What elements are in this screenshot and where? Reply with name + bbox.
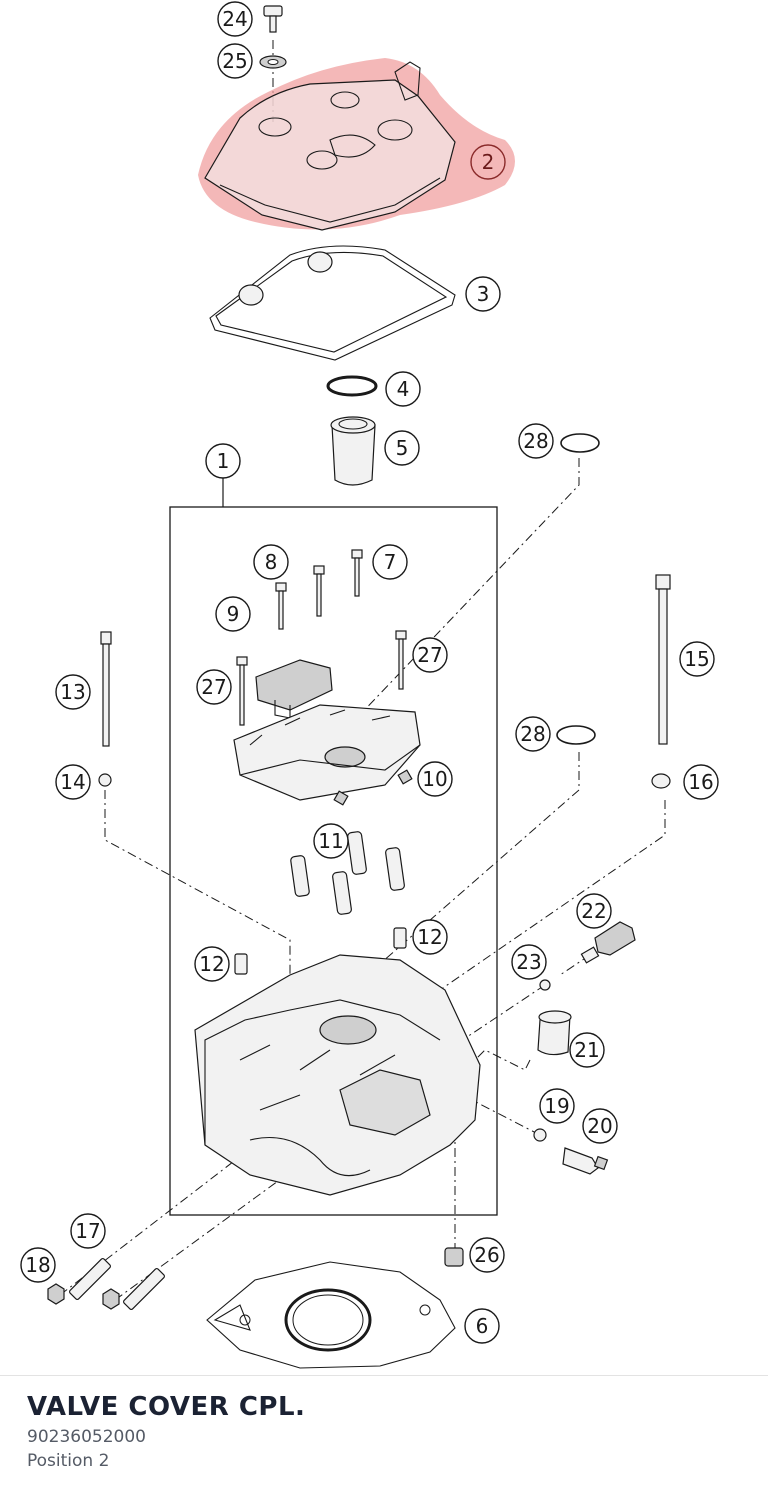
callout-14[interactable]: 14 <box>55 764 91 800</box>
svg-text:24: 24 <box>222 7 247 31</box>
svg-text:4: 4 <box>397 377 410 401</box>
svg-text:25: 25 <box>222 49 247 73</box>
callout-12-left[interactable]: 12 <box>194 946 230 982</box>
screw-10-part[interactable] <box>333 769 413 806</box>
seal-washer-part[interactable] <box>259 55 287 69</box>
callout-19[interactable]: 19 <box>539 1088 575 1124</box>
washer-16-part[interactable] <box>651 773 671 789</box>
svg-text:11: 11 <box>318 829 343 853</box>
callout-28-upper[interactable]: 28 <box>518 423 554 459</box>
dowel-pins-part[interactable] <box>234 927 407 975</box>
camshaft-carrier-part[interactable] <box>233 704 421 801</box>
carrier-bolts[interactable] <box>236 549 407 726</box>
callout-6[interactable]: 6 <box>464 1308 500 1344</box>
svg-text:9: 9 <box>227 602 240 626</box>
callout-7[interactable]: 7 <box>372 544 408 580</box>
svg-text:19: 19 <box>544 1094 569 1118</box>
pipe-17-part[interactable] <box>69 1258 165 1310</box>
o-ring-28-lower-part[interactable] <box>556 725 596 745</box>
callout-9[interactable]: 9 <box>215 596 251 632</box>
cylinder-head-bolt-15-part[interactable] <box>655 574 671 745</box>
sensor-20-part[interactable] <box>562 1147 609 1175</box>
svg-text:13: 13 <box>60 680 85 704</box>
callout-24[interactable]: 24 <box>217 1 253 37</box>
o-ring-part[interactable] <box>326 375 378 397</box>
callout-23[interactable]: 23 <box>511 944 547 980</box>
svg-text:2: 2 <box>482 150 495 174</box>
svg-text:27: 27 <box>417 643 442 667</box>
valve-guides-part[interactable] <box>290 831 405 915</box>
seal-ring-23-part[interactable] <box>539 979 551 991</box>
head-gasket-part[interactable] <box>206 1261 456 1369</box>
svg-text:15: 15 <box>684 647 709 671</box>
callout-25[interactable]: 25 <box>217 43 253 79</box>
callout-10[interactable]: 10 <box>417 761 453 797</box>
callout-17[interactable]: 17 <box>70 1213 106 1249</box>
valve-cover-part[interactable] <box>198 58 515 231</box>
plug-part[interactable] <box>330 416 376 486</box>
callout-16[interactable]: 16 <box>683 764 719 800</box>
callout-27-right[interactable]: 27 <box>412 637 448 673</box>
callout-26[interactable]: 26 <box>469 1237 505 1273</box>
svg-text:7: 7 <box>384 550 397 574</box>
svg-text:23: 23 <box>516 950 541 974</box>
callout-1[interactable]: 1 <box>205 443 241 479</box>
svg-text:21: 21 <box>574 1038 599 1062</box>
callout-18[interactable]: 18 <box>20 1247 56 1283</box>
svg-text:20: 20 <box>587 1114 612 1138</box>
svg-text:6: 6 <box>476 1314 489 1338</box>
callout-8[interactable]: 8 <box>253 544 289 580</box>
part-info-panel: VALVE COVER CPL. 90236052000 Position 2 <box>0 1375 768 1492</box>
callout-13[interactable]: 13 <box>55 674 91 710</box>
sensor-22-part[interactable] <box>580 921 636 964</box>
svg-text:12: 12 <box>199 952 224 976</box>
callout-11[interactable]: 11 <box>313 823 349 859</box>
svg-text:16: 16 <box>688 770 713 794</box>
svg-text:18: 18 <box>25 1253 50 1277</box>
callout-22[interactable]: 22 <box>576 893 612 929</box>
washer-14-part[interactable] <box>98 773 112 787</box>
callout-15[interactable]: 15 <box>679 641 715 677</box>
bracket-part[interactable] <box>255 659 333 719</box>
svg-text:22: 22 <box>581 899 606 923</box>
svg-text:17: 17 <box>75 1219 100 1243</box>
gasket-part[interactable] <box>209 245 456 361</box>
svg-text:28: 28 <box>520 722 545 746</box>
svg-text:12: 12 <box>417 925 442 949</box>
callout-20[interactable]: 20 <box>582 1108 618 1144</box>
cylinder-head-part[interactable] <box>194 954 481 1196</box>
part-position: Position 2 <box>27 1451 110 1471</box>
o-ring-28-upper-part[interactable] <box>560 433 600 453</box>
callout-27-left[interactable]: 27 <box>196 669 232 705</box>
svg-text:14: 14 <box>60 770 85 794</box>
part-title: VALVE COVER CPL. <box>27 1392 306 1422</box>
part-number: 90236052000 <box>27 1427 146 1447</box>
exploded-parts-diagram: 1 2 3 4 5 6 7 8 9 10 11 12 12 13 14 15 1… <box>20 1 719 1369</box>
cylinder-head-bolt-13-part[interactable] <box>100 631 112 747</box>
callout-12-right[interactable]: 12 <box>412 919 448 955</box>
bolt-part[interactable] <box>263 5 283 33</box>
callout-5[interactable]: 5 <box>384 430 420 466</box>
washer-19-part[interactable] <box>533 1128 547 1142</box>
svg-text:28: 28 <box>523 429 548 453</box>
callout-2[interactable]: 2 <box>470 144 506 180</box>
svg-text:27: 27 <box>201 675 226 699</box>
svg-text:1: 1 <box>217 449 230 473</box>
nut-18-part[interactable] <box>47 1283 120 1310</box>
svg-text:8: 8 <box>265 550 278 574</box>
svg-text:26: 26 <box>474 1243 499 1267</box>
svg-text:10: 10 <box>422 767 447 791</box>
sleeve-21-part[interactable] <box>537 1010 572 1056</box>
svg-text:5: 5 <box>396 436 409 460</box>
callout-3[interactable]: 3 <box>465 276 501 312</box>
callout-28-lower[interactable]: 28 <box>515 716 551 752</box>
plug-26-part[interactable] <box>444 1247 464 1267</box>
callout-4[interactable]: 4 <box>385 371 421 407</box>
callout-21[interactable]: 21 <box>569 1032 605 1068</box>
svg-text:3: 3 <box>477 282 490 306</box>
